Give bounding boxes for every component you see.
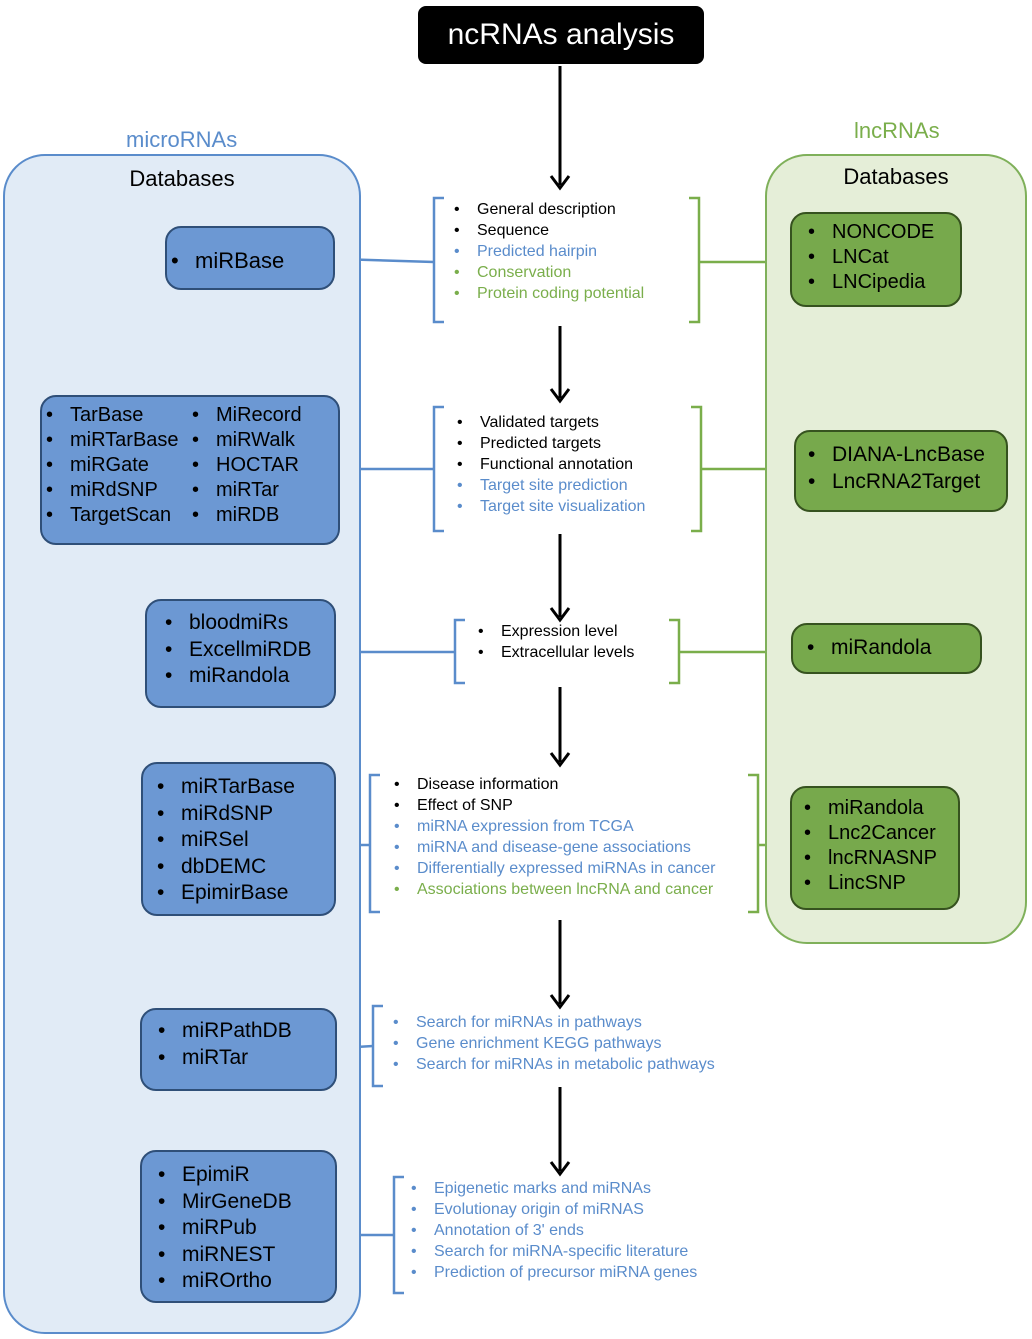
lncrna-db-item: Lnc2Cancer <box>800 821 958 846</box>
mirna-db-item: miRTar <box>154 1045 335 1072</box>
mirna-db-box-2: TarBase miRTarBase miRGate miRdSNP Targe… <box>40 395 340 545</box>
feature-item: Annotation of 3' ends <box>408 1220 697 1241</box>
mirna-db-item: TargetScan <box>42 503 188 528</box>
feature-item: Target site prediction <box>454 475 645 496</box>
mirna-db-box-6: EpimiR MirGeneDB miRPub miRNEST miROrtho <box>140 1150 337 1303</box>
lncrna-db-box-3: miRandola <box>791 623 982 674</box>
mirna-db-item: miRdSNP <box>153 801 334 828</box>
mirna-db-item: MirGeneDB <box>154 1189 335 1216</box>
feature-list-6: Epigenetic marks and miRNAs Evolutionay … <box>408 1178 697 1283</box>
feature-list-1: General description Sequence Predicted h… <box>451 199 644 304</box>
lncrna-db-box-2: DIANA-LncBase LncRNA2Target <box>794 430 1008 512</box>
feature-item: Epigenetic marks and miRNAs <box>408 1178 697 1199</box>
lncrna-label: lncRNAs <box>854 118 940 143</box>
mirna-db-item: dbDEMC <box>153 854 334 881</box>
lncrna-db-item: LNCipedia <box>804 270 960 295</box>
feature-item: Extracellular levels <box>475 642 634 663</box>
mirna-db-item: EpimiR <box>154 1162 335 1189</box>
mirna-db-box-4: miRTarBase miRdSNP miRSel dbDEMC EpimirB… <box>141 762 336 916</box>
lncrna-db-item: DIANA-LncBase <box>804 442 1006 469</box>
feature-list-4: Disease information Effect of SNP miRNA … <box>391 774 715 900</box>
feature-list-5: Search for miRNAs in pathways Gene enric… <box>390 1012 715 1075</box>
mirna-db-item: miRNEST <box>154 1242 335 1269</box>
feature-item: Protein coding potential <box>451 283 644 304</box>
lncrna-db-box-4: miRandola Lnc2Cancer lncRNASNP LincSNP <box>790 786 960 910</box>
lncrna-db-box-1: NONCODE LNCat LNCipedia <box>790 212 962 307</box>
feature-item: Differentially expressed miRNAs in cance… <box>391 858 715 879</box>
mirna-db-box-1: miRBase <box>165 226 335 290</box>
mirna-db-item: MiRecord <box>188 403 302 428</box>
lncrna-db-item: miRandola <box>803 635 980 662</box>
lncrna-db-item: LNCat <box>804 245 960 270</box>
mirna-db-item: miRDB <box>188 503 302 528</box>
lncrna-db-item: NONCODE <box>804 220 960 245</box>
mirna-db-box-5: miRPathDB miRTar <box>140 1008 337 1091</box>
mirna-db-item: miRPub <box>154 1215 335 1242</box>
lncrna-db-item: lncRNASNP <box>800 846 958 871</box>
bracket-left-5 <box>371 1004 383 1088</box>
feature-item: miRNA expression from TCGA <box>391 816 715 837</box>
feature-item: Search for miRNAs in pathways <box>390 1012 715 1033</box>
feature-item: Target site visualization <box>454 496 645 517</box>
feature-item: Prediction of precursor miRNA genes <box>408 1262 697 1283</box>
mirna-db-item: miRSel <box>153 827 334 854</box>
feature-item: Validated targets <box>454 412 645 433</box>
bracket-left-3 <box>453 618 465 685</box>
feature-list-2: Validated targets Predicted targets Func… <box>454 412 645 517</box>
diagram-title: ncRNAs analysis <box>418 6 704 64</box>
bracket-left-6 <box>392 1175 404 1295</box>
feature-list-3: Expression level Extracellular levels <box>475 621 634 663</box>
lncrna-db-item: LncRNA2Target <box>804 469 1006 496</box>
lncrna-databases-heading: Databases <box>843 164 949 189</box>
mirna-db-item: ExcellmiRDB <box>161 637 334 664</box>
microrna-label: microRNAs <box>126 127 238 152</box>
feature-item: Sequence <box>451 220 644 241</box>
feature-item: Functional annotation <box>454 454 645 475</box>
bracket-left-2 <box>432 405 444 533</box>
mirna-db-box-3: bloodmiRs ExcellmiRDB miRandola <box>145 599 336 708</box>
bracket-right-4 <box>748 773 760 914</box>
mirna-db-item: miRTarBase <box>42 428 188 453</box>
bracket-left-4 <box>368 773 380 914</box>
feature-item: Associations between lncRNA and cancer <box>391 879 715 900</box>
feature-item: Effect of SNP <box>391 795 715 816</box>
mirna-db-item: HOCTAR <box>188 453 302 478</box>
feature-item: Expression level <box>475 621 634 642</box>
bracket-right-2 <box>691 405 703 533</box>
mirna-db-item: miRTar <box>188 478 302 503</box>
feature-item: Evolutionay origin of miRNAS <box>408 1199 697 1220</box>
feature-item: Predicted hairpin <box>451 241 644 262</box>
bracket-left-1 <box>432 196 444 324</box>
microrna-databases-heading: Databases <box>129 166 235 191</box>
mirna-db-item: miROrtho <box>154 1268 335 1295</box>
mirna-db-item: miRWalk <box>188 428 302 453</box>
feature-item: miRNA and disease-gene associations <box>391 837 715 858</box>
mirna-db-item: bloodmiRs <box>161 610 334 637</box>
mirna-db-item: miRBase <box>167 248 333 274</box>
mirna-db-item: TarBase <box>42 403 188 428</box>
feature-item: Conservation <box>451 262 644 283</box>
lncrna-db-item: LincSNP <box>800 871 958 896</box>
mirna-db-item: miRPathDB <box>154 1018 335 1045</box>
bracket-right-3 <box>669 618 681 685</box>
lncrna-db-item: miRandola <box>800 796 958 821</box>
feature-item: Predicted targets <box>454 433 645 454</box>
microrna-panel <box>3 154 361 1334</box>
mirna-db-item: miRdSNP <box>42 478 188 503</box>
feature-item: General description <box>451 199 644 220</box>
feature-item: Gene enrichment KEGG pathways <box>390 1033 715 1054</box>
bracket-right-1 <box>689 196 701 324</box>
mirna-db-item: miRTarBase <box>153 774 334 801</box>
feature-item: Disease information <box>391 774 715 795</box>
feature-item: Search for miRNA-specific literature <box>408 1241 697 1262</box>
mirna-db-item: miRandola <box>161 663 334 690</box>
mirna-db-item: miRGate <box>42 453 188 478</box>
feature-item: Search for miRNAs in metabolic pathways <box>390 1054 715 1075</box>
mirna-db-item: EpimirBase <box>153 880 334 907</box>
